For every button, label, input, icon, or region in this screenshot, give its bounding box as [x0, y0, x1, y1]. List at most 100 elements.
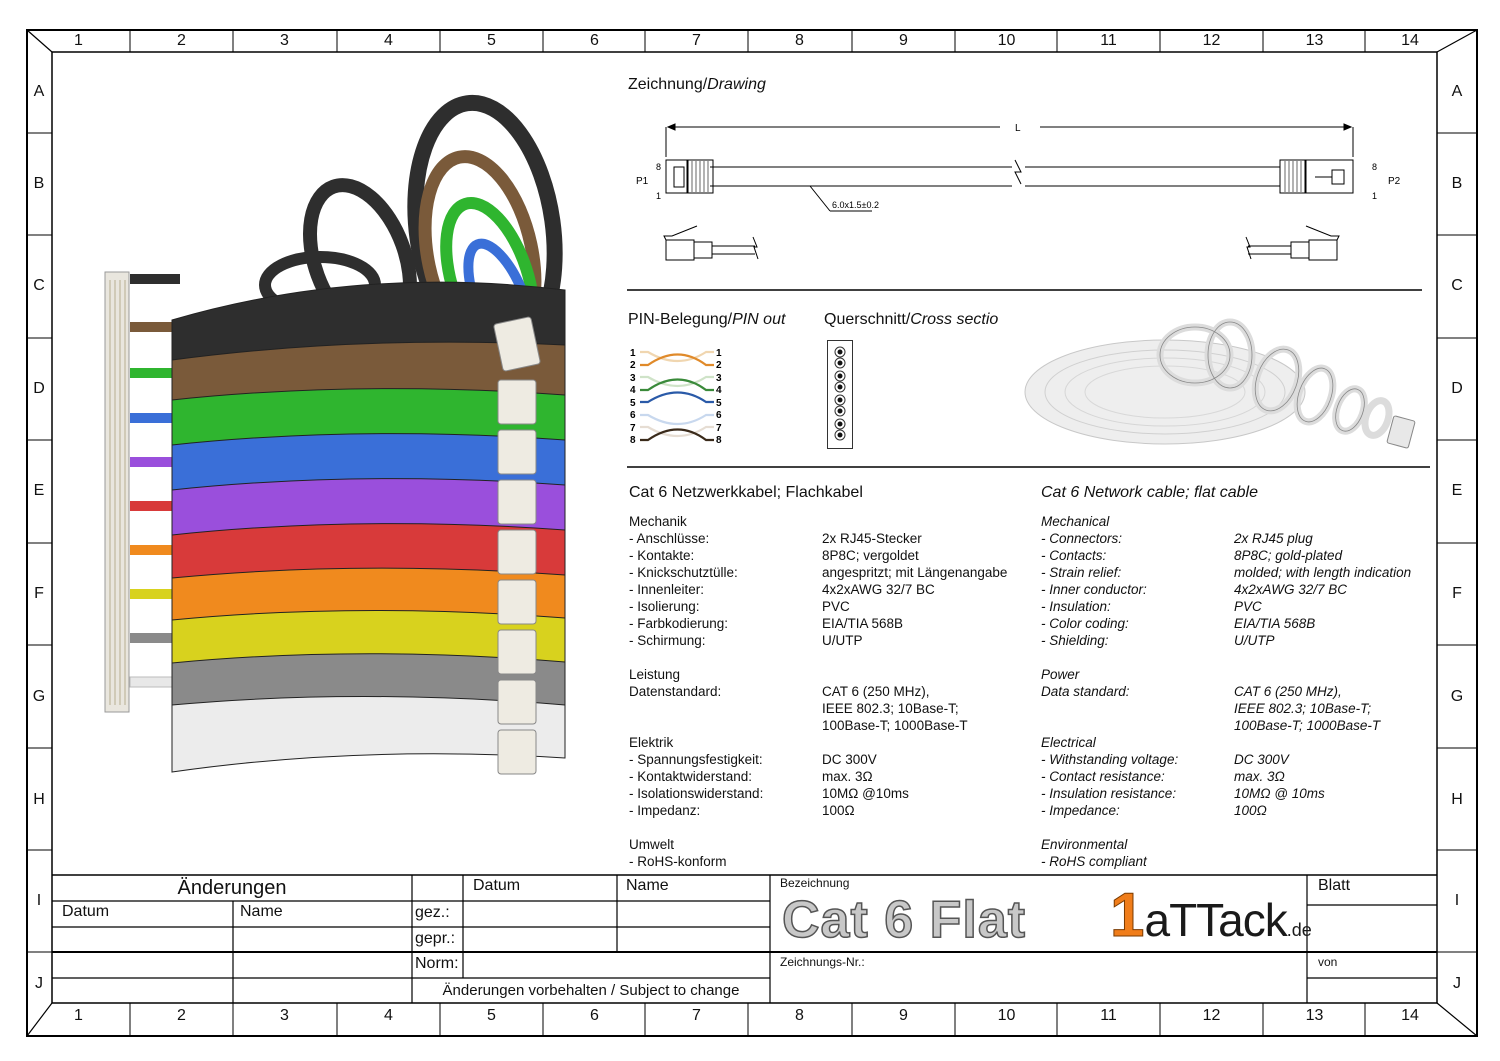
- spec-row: Data standard:CAT 6 (250 MHz),: [1041, 684, 1342, 699]
- spec-row: 100Base-T; 1000Base-T: [1234, 718, 1381, 733]
- row-label: A: [33, 83, 45, 100]
- row-label: H: [33, 791, 45, 808]
- spec-row: - Impedance:100Ω: [1041, 803, 1267, 818]
- spec-row: - Contacts:8P8C; gold-plated: [1041, 548, 1343, 563]
- pinout-title-en: PIN out: [732, 311, 786, 328]
- svg-text:7: 7: [630, 423, 636, 434]
- column-label: 11: [1100, 32, 1117, 49]
- spec-group-label: Umwelt: [629, 837, 675, 852]
- company-logo: 1aTTack.de: [1109, 880, 1312, 951]
- cable-technical-drawing: L P1 8 1 P2 8 1 6.0x1.5±0.2: [636, 123, 1401, 261]
- cross-section-title: Querschnitt/Cross sectio: [824, 311, 1014, 329]
- norm-label: Norm:: [415, 955, 459, 972]
- spec-row: - Isolierung:PVC: [629, 599, 850, 614]
- column-label: 14: [1401, 32, 1419, 49]
- row-label: I: [1454, 892, 1460, 909]
- column-label: 1: [74, 32, 83, 49]
- spec-group-label: Environmental: [1041, 837, 1128, 852]
- sheet-of-label: von: [1318, 955, 1338, 969]
- column-label: 10: [997, 1007, 1016, 1024]
- spec-row: - Impedanz:100Ω: [629, 803, 855, 818]
- row-label: G: [1450, 688, 1464, 705]
- column-label: 12: [1202, 32, 1221, 49]
- svg-text:1: 1: [630, 348, 636, 359]
- column-label: 10: [997, 32, 1016, 49]
- p2-label: P2: [1388, 176, 1401, 187]
- svg-text:2: 2: [716, 360, 722, 371]
- spec-row: - Kontakte:8P8C; vergoldet: [629, 548, 919, 563]
- column-label: 4: [384, 32, 393, 49]
- cross-section-diagram: [827, 340, 853, 449]
- svg-text:7: 7: [716, 423, 722, 434]
- spec-group-label: Mechanik: [629, 514, 687, 529]
- cross-section-title-de: Querschnitt/: [824, 311, 911, 328]
- date-header: Datum: [473, 877, 521, 894]
- logo-number: 1: [1109, 881, 1145, 951]
- row-label: B: [1451, 175, 1463, 192]
- column-label: 7: [692, 32, 701, 49]
- spec-row: - Insulation resistance:10MΩ @ 10ms: [1041, 786, 1325, 801]
- drawing-title-de: Zeichnung/: [628, 76, 708, 93]
- svg-text:3: 3: [716, 373, 722, 384]
- cable-stack-photo: [104, 94, 566, 775]
- row-label: G: [32, 688, 46, 705]
- svg-text:6: 6: [716, 410, 722, 421]
- designation-value: Cat 6 Flat: [781, 890, 1027, 950]
- row-label: C: [33, 277, 45, 294]
- column-label: 3: [280, 1007, 289, 1024]
- column-label: 1: [74, 1007, 83, 1024]
- spec-row: - Withstanding voltage:DC 300V: [1041, 752, 1289, 767]
- column-label: 6: [590, 1007, 599, 1024]
- svg-text:6: 6: [630, 410, 636, 421]
- spec-heading-de: Cat 6 Netzwerkkabel; Flachkabel: [629, 484, 863, 501]
- logo-name: aTTack: [1144, 894, 1287, 946]
- pinout-title-de: PIN-Belegung/: [628, 311, 733, 328]
- row-label: H: [1451, 791, 1463, 808]
- column-label: 4: [384, 1007, 393, 1024]
- row-label: J: [1453, 975, 1461, 992]
- cross-section-title-en: Cross sectio: [910, 311, 999, 328]
- column-label: 6: [590, 32, 599, 49]
- svg-text:2: 2: [630, 360, 636, 371]
- spec-row: - RoHS compliant: [1041, 854, 1147, 869]
- spec-row: - Contact resistance:max. 3Ω: [1041, 769, 1285, 784]
- length-label: L: [1015, 123, 1021, 134]
- changes-name-header: Name: [240, 903, 283, 920]
- spec-group-label: Electrical: [1041, 735, 1096, 750]
- row-label: C: [1451, 277, 1463, 294]
- spec-table-en: Mechanical - Connectors:2x RJ45 plug - C…: [1041, 513, 1411, 870]
- row-label: B: [33, 175, 45, 192]
- spec-row: - Schirmung:U/UTP: [629, 633, 863, 648]
- column-label: 9: [899, 32, 908, 49]
- column-label: 14: [1401, 1007, 1419, 1024]
- row-label: A: [1451, 83, 1463, 100]
- row-label: F: [34, 585, 44, 602]
- svg-text:1: 1: [716, 348, 722, 359]
- svg-text:8: 8: [630, 435, 636, 446]
- column-label: 8: [795, 32, 804, 49]
- white-cable-photo: [1024, 318, 1416, 449]
- spec-heading-en: Cat 6 Network cable; flat cable: [1041, 484, 1258, 501]
- column-label: 9: [899, 1007, 908, 1024]
- svg-text:5: 5: [716, 398, 722, 409]
- spec-row: - Strain relief:molded; with length indi…: [1041, 565, 1412, 580]
- spec-row: IEEE 802.3; 10Base-T;: [1234, 701, 1372, 716]
- column-label: 13: [1305, 32, 1324, 49]
- logo-tld: .de: [1286, 920, 1312, 940]
- checked-by-label: gepr.:: [415, 930, 456, 947]
- row-label: E: [33, 482, 45, 499]
- name-header: Name: [626, 877, 669, 894]
- spec-row: - Knickschutztülle:angespritzt; mit Läng…: [629, 565, 1008, 580]
- row-label: F: [1452, 585, 1462, 602]
- p2-pin-top: 8: [1372, 162, 1377, 172]
- drawing-number-label: Zeichnungs-Nr.:: [780, 955, 865, 969]
- pinout-diagram: 12 34 56 78 12 34 56 78: [630, 348, 722, 446]
- designation-label: Bezeichnung: [780, 876, 850, 890]
- row-label: J: [35, 975, 43, 992]
- column-label: 5: [487, 32, 496, 49]
- column-label: 2: [177, 32, 186, 49]
- spec-row: 100Base-T; 1000Base-T: [822, 718, 968, 733]
- pinout-section-title: PIN-Belegung/PIN out: [628, 311, 785, 329]
- spec-row: IEEE 802.3; 10Base-T;: [822, 701, 959, 716]
